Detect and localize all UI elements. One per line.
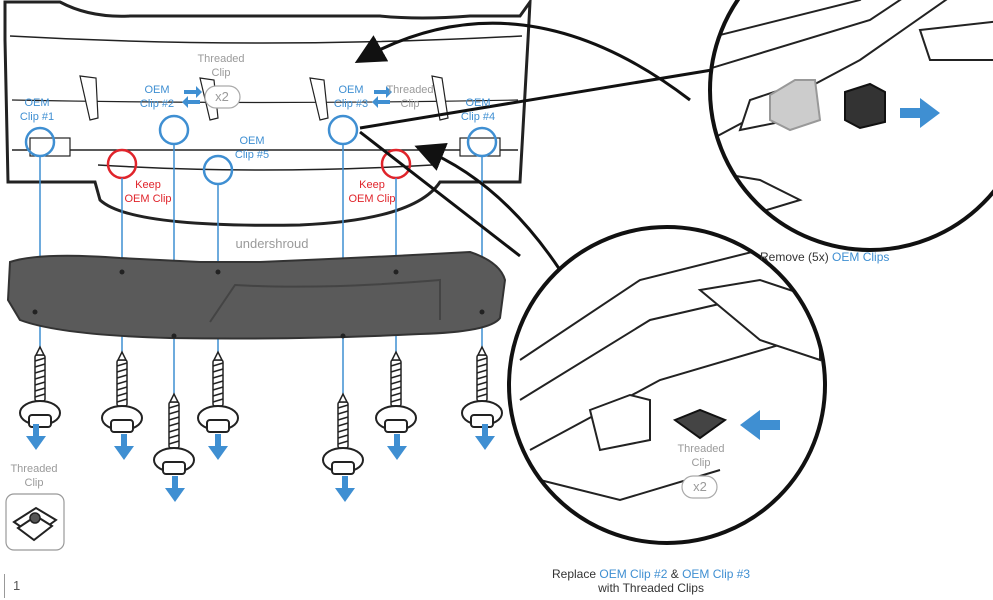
leader-arrow-top bbox=[354, 21, 691, 102]
detail-remove-clip bbox=[708, 0, 993, 252]
bumper-assembly bbox=[3, 0, 532, 227]
swap-arrows-icon bbox=[182, 86, 202, 108]
leader-arrow-bottom bbox=[414, 142, 562, 271]
detail-replace-clip bbox=[507, 225, 827, 545]
down-arrow-icon bbox=[165, 476, 185, 502]
screw-icon bbox=[19, 346, 61, 428]
replace-caption: Replace OEM Clip #2 & OEM Clip #3 with T… bbox=[552, 567, 751, 595]
screw-icon bbox=[197, 351, 239, 433]
down-arrow-icon bbox=[114, 434, 134, 460]
threaded-clip-qty: x2 bbox=[215, 89, 229, 104]
threaded-clip-qty-badge bbox=[204, 85, 241, 109]
down-arrow-icon bbox=[335, 476, 355, 502]
right-arrow-icon bbox=[900, 98, 940, 128]
down-arrow-icon bbox=[387, 434, 407, 460]
remove-caption: Remove (5x) OEM Clips bbox=[760, 250, 890, 264]
page-number: 1 bbox=[4, 574, 20, 598]
screw-icon bbox=[101, 351, 143, 433]
swap-arrows-icon bbox=[372, 86, 392, 108]
leader-line-top bbox=[359, 68, 713, 130]
threaded-clip-icon bbox=[5, 493, 65, 551]
left-arrow-icon bbox=[740, 410, 780, 440]
screw-icon bbox=[153, 393, 195, 475]
screw-icon bbox=[375, 351, 417, 433]
threaded-clip-qty-detail: x2 bbox=[693, 479, 707, 494]
screw-icon bbox=[461, 346, 503, 428]
leader-line-bottom bbox=[359, 130, 521, 258]
undershroud-part bbox=[6, 250, 507, 340]
undershroud-label: undershroud bbox=[236, 236, 309, 251]
screw-icon bbox=[322, 393, 364, 475]
down-arrow-icon bbox=[208, 434, 228, 460]
threaded-clip-qty-badge-2 bbox=[681, 475, 718, 499]
